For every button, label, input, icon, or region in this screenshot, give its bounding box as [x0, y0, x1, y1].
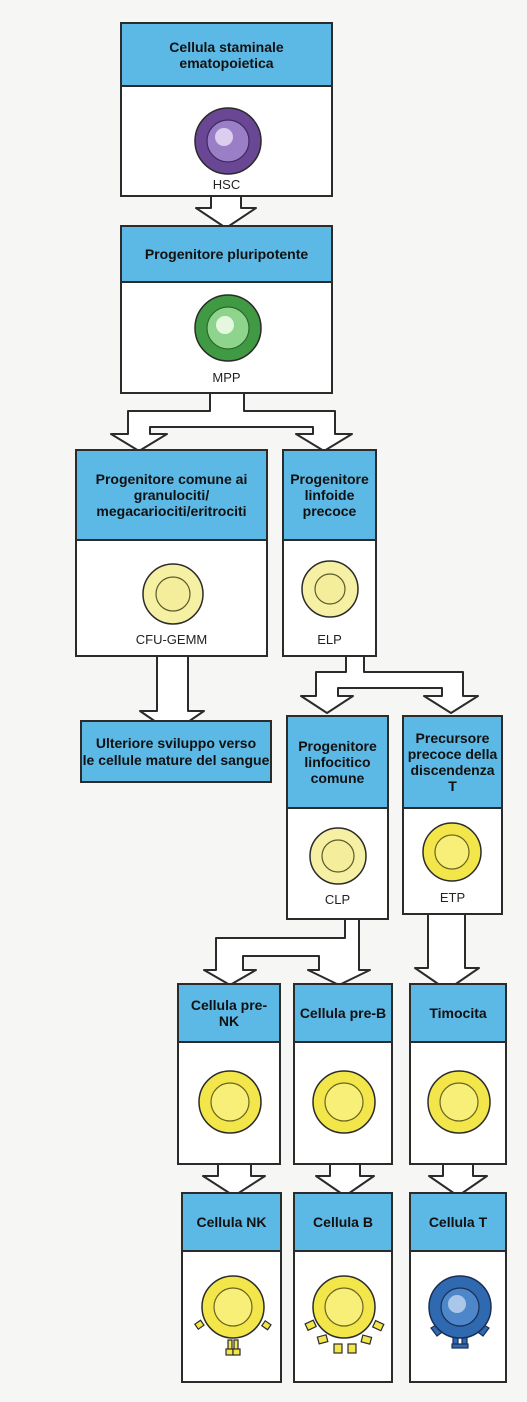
- elp-title: Progenitore linfoide precoce: [284, 451, 375, 541]
- elp-label: ELP: [317, 632, 342, 647]
- nk-cell-box: Cellula NK: [181, 1192, 282, 1383]
- arrow-prenk-nk: [202, 1162, 266, 1197]
- t-cell-box: Cellula T: [409, 1192, 507, 1383]
- clp-box: Progenitore linfocitico comune CLP: [286, 715, 389, 920]
- clp-label: CLP: [324, 892, 351, 907]
- hsc-label: HSC: [212, 177, 241, 192]
- mpp-box: Progenitore pluripotente MPP: [120, 225, 333, 394]
- arrow-mpp-split: [110, 392, 353, 452]
- mpp-cell-icon: [194, 294, 262, 362]
- cfu-gemm-cell-icon: [142, 563, 204, 625]
- etp-cell-icon: [422, 822, 482, 882]
- further-development-box: Ulteriore sviluppo verso le cellule matu…: [80, 720, 272, 783]
- clp-title: Progenitore linfocitico comune: [288, 717, 387, 809]
- b-cell-box: Cellula B: [293, 1192, 393, 1383]
- cfu-gemm-label: CFU-GEMM: [135, 632, 208, 647]
- hsc-box: Cellula staminale ematopoietica HSC: [120, 22, 333, 197]
- nk-cell-icon: [193, 1275, 272, 1356]
- arrow-etp-thymocyte: [414, 912, 480, 991]
- elp-cell-icon: [301, 560, 359, 618]
- arrow-preb-b: [315, 1162, 375, 1197]
- pre-nk-box: Cellula pre-NK: [177, 983, 281, 1165]
- arrow-clp-split: [203, 917, 371, 986]
- cfu-gemm-box: Progenitore comune ai granulociti/ megac…: [75, 449, 268, 657]
- etp-label: ETP: [439, 890, 466, 905]
- pre-b-cell-icon: [312, 1070, 376, 1134]
- cfu-gemm-title: Progenitore comune ai granulociti/ megac…: [77, 451, 266, 541]
- pre-nk-cell-icon: [198, 1070, 262, 1134]
- etp-title: Precursore precoce della discendenza T: [404, 717, 501, 809]
- pre-nk-title: Cellula pre-NK: [179, 985, 279, 1043]
- clp-cell-icon: [309, 827, 367, 885]
- nk-cell-title: Cellula NK: [183, 1194, 280, 1252]
- arrow-elp-split: [300, 655, 479, 714]
- t-cell-icon: [428, 1275, 492, 1349]
- etp-box: Precursore precoce della discendenza T E…: [402, 715, 503, 915]
- b-cell-icon: [304, 1275, 385, 1354]
- thymocyte-title: Timocita: [411, 985, 505, 1043]
- elp-box: Progenitore linfoide precoce ELP: [282, 449, 377, 657]
- thymocyte-box: Timocita: [409, 983, 507, 1165]
- arrow-thymocyte-t: [428, 1162, 488, 1197]
- pre-b-title: Cellula pre-B: [295, 985, 391, 1043]
- hsc-title: Cellula staminale ematopoietica: [122, 24, 331, 87]
- t-cell-title: Cellula T: [411, 1194, 505, 1252]
- arrow-hsc-mpp: [195, 195, 257, 229]
- mpp-title: Progenitore pluripotente: [122, 227, 331, 283]
- hsc-cell-icon: [194, 107, 262, 175]
- mpp-label: MPP: [212, 370, 241, 385]
- thymocyte-cell-icon: [427, 1070, 491, 1134]
- b-cell-title: Cellula B: [295, 1194, 391, 1252]
- pre-b-box: Cellula pre-B: [293, 983, 393, 1165]
